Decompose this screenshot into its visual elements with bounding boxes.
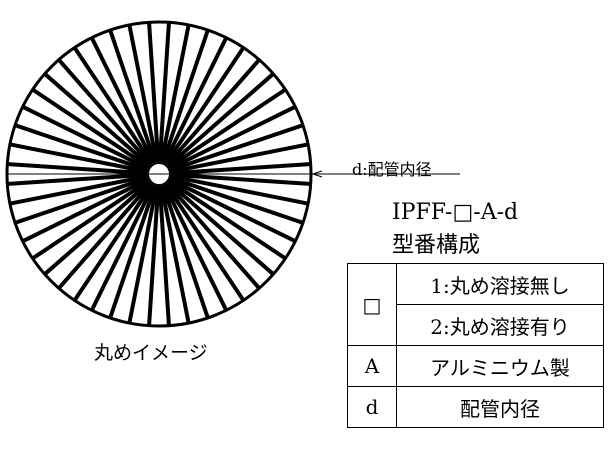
spoke — [44, 72, 152, 168]
spoke — [22, 177, 150, 243]
spoke — [15, 123, 149, 173]
spokes — [8, 23, 310, 325]
spoke — [170, 172, 310, 186]
arrow-icon — [312, 170, 323, 178]
spoke — [57, 181, 153, 289]
table-row: □ 1:丸め溶接無し — [347, 263, 604, 346]
spoke — [57, 59, 153, 167]
spoke — [32, 179, 151, 260]
spoke — [127, 25, 159, 163]
spoke — [169, 175, 303, 225]
spoke — [167, 179, 286, 260]
spoke — [147, 185, 161, 325]
model-code: IPFF-□-A-d — [392, 200, 519, 225]
model-table: □ 1:丸め溶接無し 2:丸め溶接有り A アルミニウム製 d 配管内径 — [347, 263, 604, 428]
table-value: 配管内径 — [396, 386, 604, 428]
spoke — [15, 175, 149, 225]
spoke — [73, 182, 154, 301]
spoke — [160, 30, 210, 164]
table-key: d — [347, 386, 397, 428]
spoke — [157, 185, 171, 325]
spoke — [159, 25, 191, 163]
table-key: □ — [347, 263, 397, 346]
spoke — [108, 184, 158, 318]
spoke — [169, 123, 303, 173]
table-value: 1:丸め溶接無し — [396, 263, 604, 305]
spoke — [22, 105, 150, 171]
spoke — [10, 142, 148, 174]
table-row: 2:丸め溶接有り — [348, 304, 604, 346]
spoke — [170, 142, 308, 174]
spoke — [90, 183, 156, 311]
table-row: d 配管内径 — [347, 386, 604, 428]
spoke — [90, 37, 156, 165]
spoke — [164, 47, 245, 166]
spoke — [168, 177, 296, 243]
spoke — [157, 23, 171, 163]
table-value: 2:丸め溶接有り — [396, 304, 604, 346]
model-heading: 型番構成 — [392, 233, 481, 258]
spoke — [170, 174, 308, 206]
spoke — [8, 172, 148, 186]
spoke — [159, 185, 191, 323]
spoke — [127, 185, 159, 323]
spoke — [10, 174, 148, 206]
dimension-label: d:配管内径 — [352, 160, 432, 179]
spoke — [165, 59, 261, 167]
spoke — [160, 184, 210, 318]
image-caption: 丸めイメージ — [94, 342, 208, 364]
spoke — [162, 37, 228, 165]
spoke — [168, 105, 296, 171]
spoke — [162, 183, 228, 311]
spoke — [147, 23, 161, 163]
table-value: アルミニウム製 — [396, 345, 604, 387]
spoke — [44, 180, 152, 276]
spoke — [164, 182, 245, 301]
spoke — [167, 88, 286, 169]
spoke — [8, 162, 148, 176]
table-row: A アルミニウム製 — [347, 345, 604, 387]
table-key: A — [347, 345, 397, 387]
spoke — [166, 180, 274, 276]
spoke — [108, 30, 158, 164]
spoke — [73, 47, 154, 166]
spoke — [166, 72, 274, 168]
spoke — [165, 181, 261, 289]
spoke — [32, 88, 151, 169]
spoke — [170, 162, 310, 176]
